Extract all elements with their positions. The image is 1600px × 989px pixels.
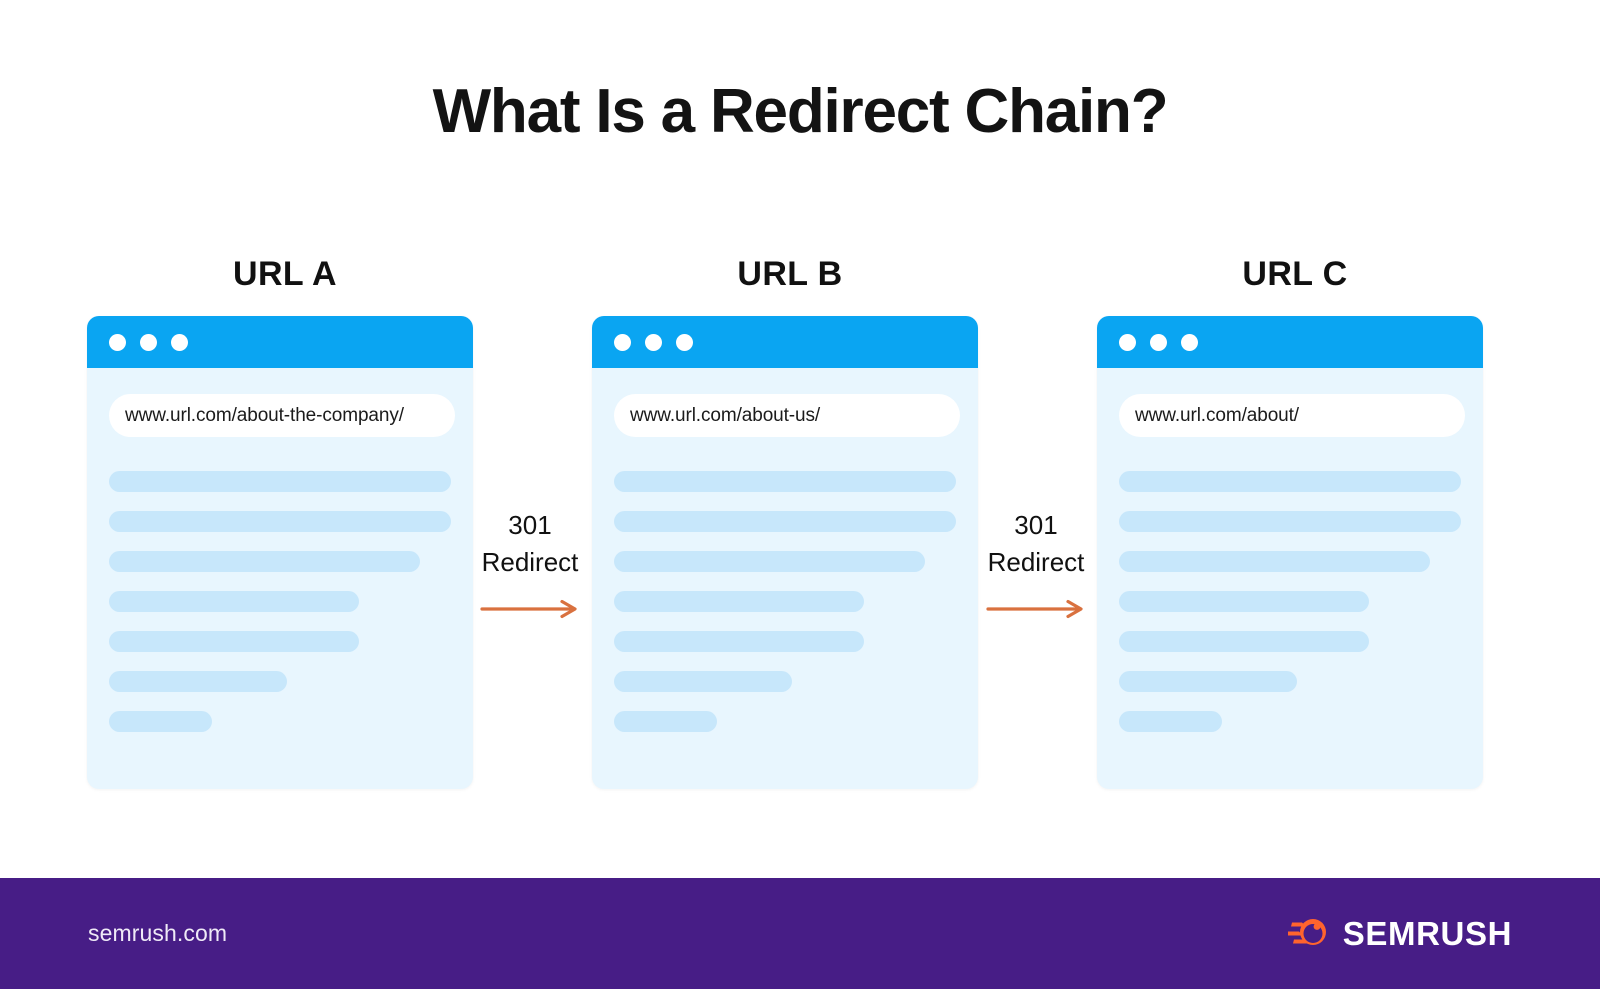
redirect-connector-2: 301 Redirect — [966, 507, 1106, 619]
window-dot-icon — [1150, 333, 1167, 351]
url-card-label: URL B — [737, 255, 843, 293]
placeholder-line — [614, 631, 864, 652]
redirect-label: Redirect — [481, 546, 579, 577]
redirect-status-code: 301 — [508, 510, 552, 540]
placeholder-line — [614, 511, 956, 532]
placeholder-line — [1119, 671, 1297, 692]
window-dot-icon — [645, 333, 662, 351]
placeholder-line — [1119, 631, 1369, 652]
window-dot-icon — [109, 333, 126, 351]
window-dot-icon — [614, 333, 631, 351]
browser-mockup: www.url.com/about-the-company/ — [87, 316, 473, 789]
placeholder-line — [614, 711, 717, 732]
placeholder-line — [109, 591, 359, 612]
url-card-c: URL C www.url.com/about/ — [1097, 255, 1493, 789]
browser-title-bar — [87, 316, 473, 368]
placeholder-line — [1119, 471, 1461, 492]
redirect-chain-diagram: URL A www.url.com/about-the-company/ — [0, 255, 1600, 815]
semrush-logo[interactable]: SEMRUSH — [1286, 911, 1512, 956]
url-address-bar[interactable]: www.url.com/about-the-company/ — [109, 394, 455, 437]
url-card-a: URL A www.url.com/about-the-company/ — [87, 255, 483, 789]
placeholder-line — [109, 711, 212, 732]
window-dot-icon — [171, 333, 188, 351]
placeholder-line — [1119, 711, 1222, 732]
browser-mockup: www.url.com/about-us/ — [592, 316, 978, 789]
placeholder-line — [1119, 591, 1369, 612]
browser-mockup: www.url.com/about/ — [1097, 316, 1483, 789]
browser-title-bar — [592, 316, 978, 368]
placeholder-line — [1119, 551, 1431, 572]
browser-title-bar — [1097, 316, 1483, 368]
redirect-status-code: 301 — [1014, 510, 1058, 540]
placeholder-line — [109, 671, 287, 692]
footer-website-url[interactable]: semrush.com — [88, 920, 228, 946]
window-dot-icon — [140, 333, 157, 351]
placeholder-line — [109, 471, 451, 492]
placeholder-line — [614, 591, 864, 612]
arrow-right-icon — [966, 599, 1106, 619]
arrow-right-icon — [460, 599, 600, 619]
placeholder-line — [1119, 511, 1461, 532]
placeholder-line — [614, 551, 926, 572]
placeholder-line — [109, 631, 359, 652]
page-title: What Is a Redirect Chain? — [432, 77, 1169, 146]
url-address-bar[interactable]: www.url.com/about/ — [1119, 394, 1465, 437]
semrush-comet-icon — [1286, 911, 1330, 956]
placeholder-line — [614, 471, 956, 492]
url-card-label: URL C — [1242, 255, 1348, 293]
window-dot-icon — [676, 333, 693, 351]
semrush-wordmark: SEMRUSH — [1342, 914, 1512, 952]
redirect-label: Redirect — [987, 546, 1085, 577]
redirect-connector-1: 301 Redirect — [460, 507, 600, 619]
url-card-b: URL B www.url.com/about-us/ — [592, 255, 988, 789]
placeholder-line — [109, 551, 421, 572]
content-placeholder — [1119, 471, 1461, 732]
window-dot-icon — [1119, 333, 1136, 351]
content-placeholder — [614, 471, 956, 732]
placeholder-line — [109, 511, 451, 532]
content-placeholder — [109, 471, 451, 732]
url-address-bar[interactable]: www.url.com/about-us/ — [614, 394, 960, 437]
window-dot-icon — [1181, 333, 1198, 351]
footer-bar: semrush.com SEMRUSH — [0, 878, 1600, 989]
placeholder-line — [614, 671, 792, 692]
url-card-label: URL A — [233, 255, 337, 293]
